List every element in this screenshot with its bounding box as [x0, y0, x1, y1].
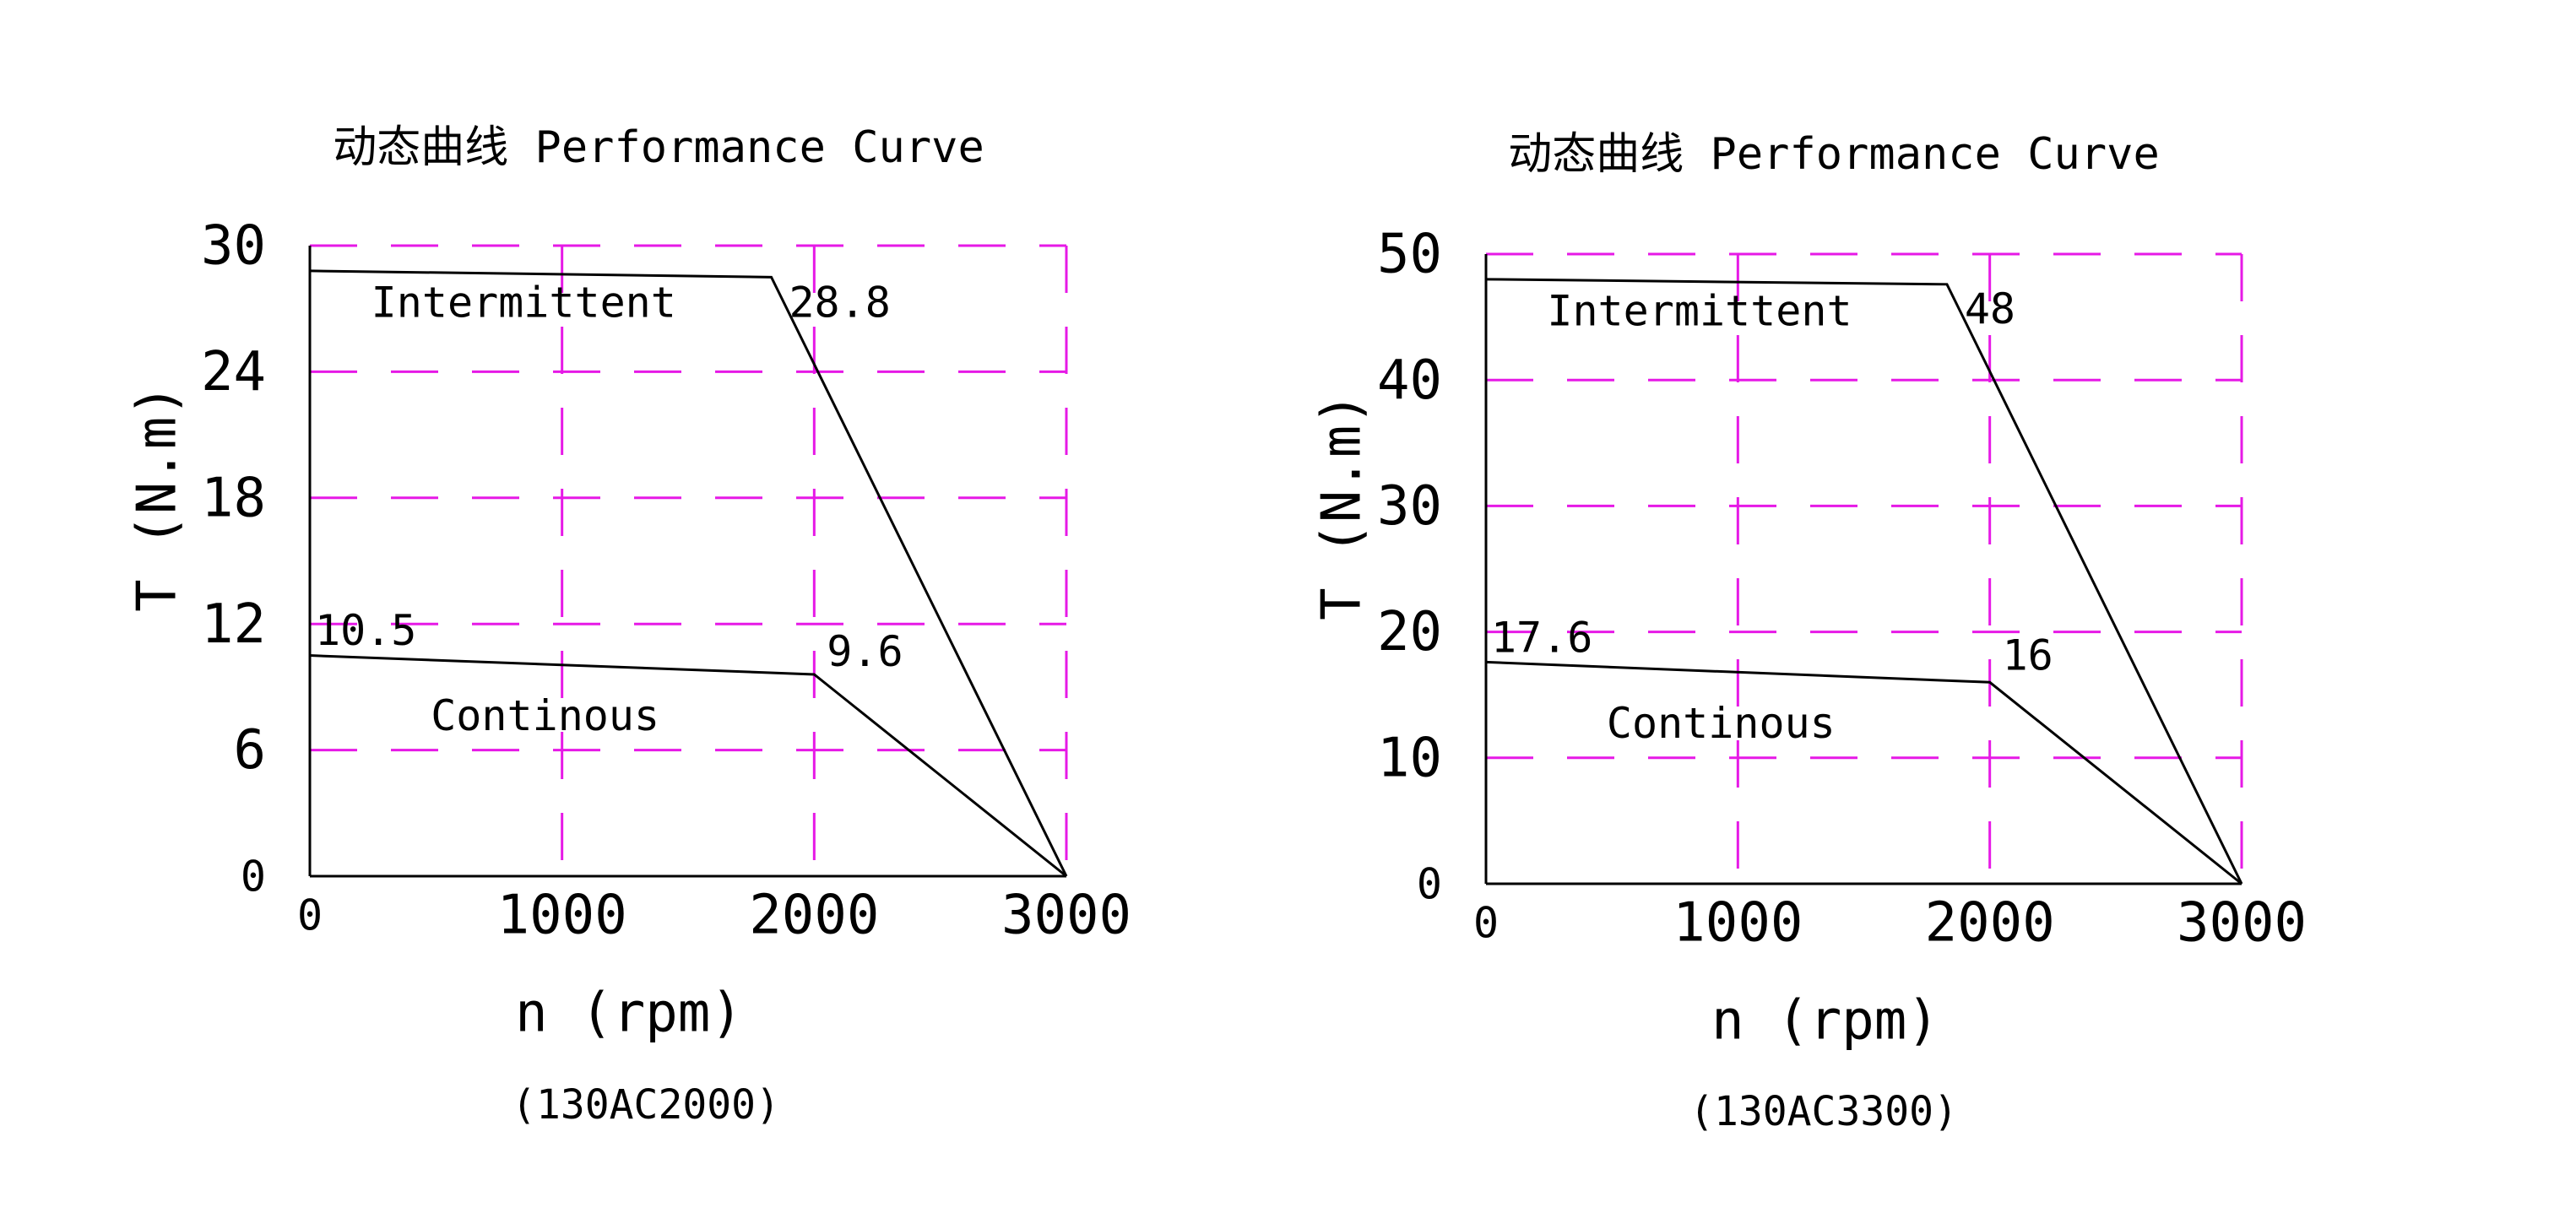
series-label-continous: Continous	[1607, 699, 1836, 748]
grid	[310, 244, 1068, 876]
chart-caption: (130AC3300)	[1689, 1088, 1958, 1135]
series-line-continous	[1485, 660, 2242, 885]
y-tick-label-4: 40	[1377, 349, 1442, 412]
x-axis-label: n (rpm)	[515, 983, 743, 1045]
x-tick-label-2: 2000	[1925, 892, 2055, 955]
annotation-2: 16	[2003, 631, 2053, 679]
annotation-0: 28.8	[789, 279, 890, 328]
series-label-intermittent: Intermittent	[371, 278, 676, 327]
series-line-continous	[309, 654, 1067, 878]
x-tick-label-3: 3000	[2177, 892, 2307, 955]
annotation-1: 17.6	[1491, 613, 1592, 662]
y-tick-label-0: 0	[241, 853, 266, 901]
y-tick-label-4: 24	[201, 341, 266, 403]
y-tick-label-3: 18	[201, 467, 266, 529]
series-line-intermittent	[309, 269, 1068, 877]
x-tick-label-1: 1000	[1673, 892, 1803, 955]
y-tick-label-2: 12	[201, 593, 266, 656]
x-tick-label-3: 3000	[1001, 885, 1131, 947]
y-tick-label-3: 30	[1377, 475, 1442, 538]
series-line-intermittent	[1485, 278, 2243, 885]
y-tick-label-1: 6	[233, 719, 266, 782]
y-tick-label-5: 30	[201, 215, 266, 278]
x-axis-label: n (rpm)	[1711, 990, 1939, 1053]
y-axis-label: T (N.m)	[1311, 393, 1374, 620]
x-tick-label-0: 0	[297, 891, 323, 940]
x-tick-label-0: 0	[1473, 899, 1499, 948]
y-tick-label-2: 20	[1377, 601, 1442, 663]
annotation-2: 9.6	[827, 627, 903, 676]
chart-title: 动态曲线 Performance Curve	[1508, 129, 2160, 180]
chart-title: 动态曲线 Performance Curve	[333, 122, 984, 173]
y-tick-label-1: 10	[1377, 727, 1442, 789]
y-tick-label-5: 50	[1377, 224, 1442, 286]
annotation-0: 48	[1965, 284, 2015, 333]
series-label-continous: Continous	[431, 691, 659, 740]
chart-caption: (130AC2000)	[512, 1081, 780, 1129]
x-tick-label-2: 2000	[749, 885, 879, 947]
x-tick-label-1: 1000	[497, 885, 627, 947]
grid	[1486, 252, 2243, 884]
y-axis-label: T (N.m)	[127, 384, 189, 612]
series-label-intermittent: Intermittent	[1547, 286, 1852, 335]
y-tick-label-0: 0	[1417, 860, 1442, 909]
annotation-1: 10.5	[315, 606, 416, 655]
